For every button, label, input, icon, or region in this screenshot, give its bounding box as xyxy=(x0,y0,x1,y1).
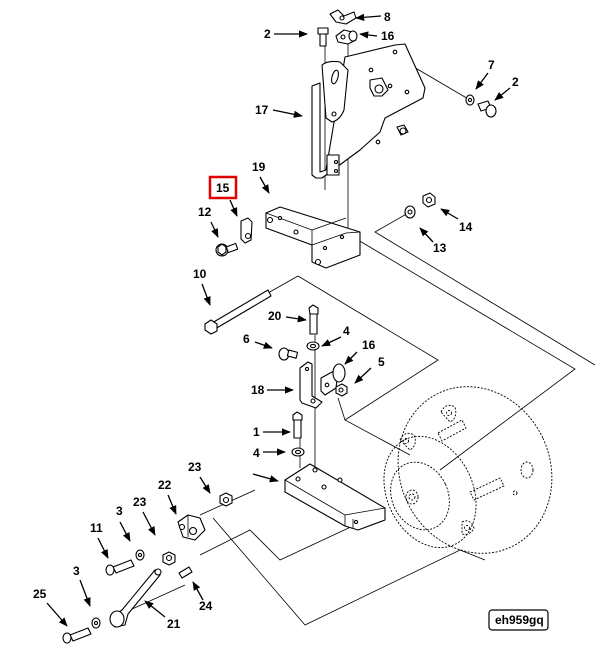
callout-6: 6 xyxy=(243,332,250,346)
callout-11: 11 xyxy=(90,521,103,535)
callout-15: 15 xyxy=(216,181,230,195)
callout-3: 3 xyxy=(73,564,80,578)
callout-20: 20 xyxy=(268,309,282,323)
part-13-washer xyxy=(404,205,416,219)
callout-17: 17 xyxy=(255,103,269,117)
callout-23: 23 xyxy=(188,460,202,474)
figure-id-label: eh959gq xyxy=(488,609,549,631)
callout-4: 4 xyxy=(253,446,260,460)
callout-12: 12 xyxy=(198,205,212,219)
alternator xyxy=(383,386,553,554)
callout-8: 8 xyxy=(384,10,391,24)
part-2-bolt-right xyxy=(477,100,497,118)
part-22-clevis-block xyxy=(177,514,206,541)
part-3-washer-upper xyxy=(135,549,145,561)
part-20-bolt xyxy=(308,304,319,335)
callout-7: 7 xyxy=(488,58,495,72)
figure-id-text: eh959gq xyxy=(495,613,544,627)
callout-24: 24 xyxy=(199,599,213,613)
callout-5: 5 xyxy=(378,355,385,369)
part-4-washer-upper xyxy=(306,341,320,351)
part-8-clip xyxy=(329,9,357,25)
part-11-bolt xyxy=(105,559,135,576)
callout-19: 19 xyxy=(252,160,266,174)
callout-2: 2 xyxy=(512,75,519,89)
callout-25: 25 xyxy=(33,587,47,601)
part-16-clip-middle xyxy=(320,363,346,396)
callout-14: 14 xyxy=(459,220,473,234)
part-15-clip xyxy=(240,217,253,244)
callout-4: 4 xyxy=(343,324,350,338)
part-3-washer-lower xyxy=(91,617,101,629)
part-6-flange-bolt xyxy=(278,347,299,361)
callout-16: 16 xyxy=(381,29,395,43)
part-17-mounting-plate xyxy=(311,43,426,179)
mounting-block-lower xyxy=(284,463,386,531)
part-12-flange-bolt xyxy=(215,242,239,257)
callout-10: 10 xyxy=(193,267,207,281)
part-24-pin xyxy=(178,566,193,579)
callout-16: 16 xyxy=(362,338,376,352)
callout-3: 3 xyxy=(116,504,123,518)
part-21-lever-arm xyxy=(109,568,162,628)
callout-2: 2 xyxy=(264,27,271,41)
callout-13: 13 xyxy=(433,241,447,255)
part-25-bolt xyxy=(62,627,92,644)
callout-22: 22 xyxy=(158,478,172,492)
part-19-support-arm xyxy=(265,206,361,269)
callout-1: 1 xyxy=(253,425,260,439)
callout-labels: 8 2 16 7 2 17 19 15 12 14 13 10 20 4 6 1… xyxy=(33,10,519,631)
callout-15-highlight-box xyxy=(208,175,238,200)
callout-23: 23 xyxy=(133,495,147,509)
part-14-nut xyxy=(422,192,436,208)
part-18-l-bracket xyxy=(299,361,323,409)
part-16-clip-top xyxy=(335,29,358,45)
leader-arrows xyxy=(46,13,511,627)
part-2-bolt-top xyxy=(317,27,329,47)
part-4-washer-lower xyxy=(291,447,305,457)
part-23-nut-lower xyxy=(162,551,176,566)
part-5-nut xyxy=(335,383,348,397)
part-1-bolt xyxy=(292,411,303,439)
callout-18: 18 xyxy=(251,383,265,397)
part-23-nut-upper xyxy=(219,492,233,507)
callout-21: 21 xyxy=(167,617,181,631)
part-10-long-bolt xyxy=(204,289,272,335)
part-7-washer-right xyxy=(465,94,475,106)
